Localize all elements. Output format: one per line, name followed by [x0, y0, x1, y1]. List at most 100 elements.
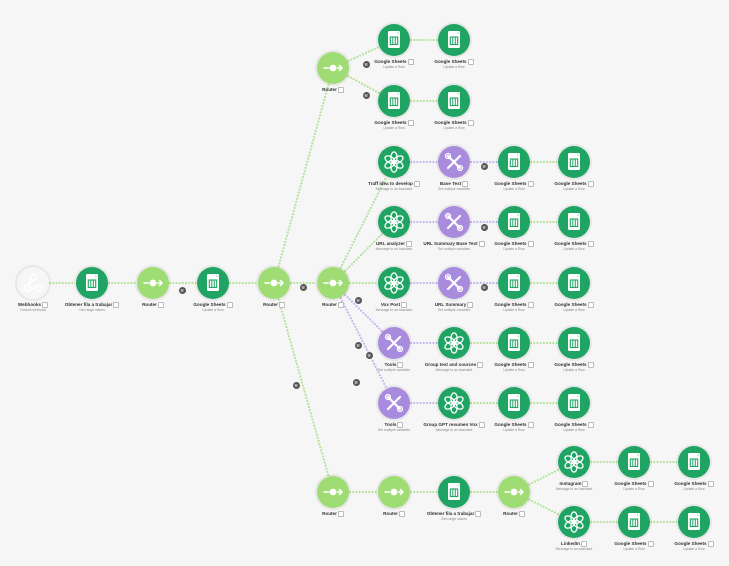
- connection-obtener2-to-router_bot3[interactable]: [469, 490, 498, 494]
- filter-wrench-icon[interactable]: ⚒: [354, 296, 362, 304]
- tool_r4-module[interactable]: [376, 325, 412, 361]
- connection-router2-to-router_mid[interactable]: [289, 281, 315, 285]
- module-info-icon[interactable]: [527, 241, 534, 247]
- s_t2b-module[interactable]: [436, 83, 472, 119]
- gpt_r1-module[interactable]: [376, 144, 412, 180]
- module-info-icon[interactable]: [527, 302, 534, 308]
- module-info-icon[interactable]: [226, 302, 233, 308]
- module-info-icon[interactable]: [398, 511, 405, 517]
- s_r2a-module[interactable]: [496, 204, 532, 240]
- filter-wrench-icon[interactable]: ⚒: [299, 283, 307, 291]
- connection-router_mid-to-gpt_r2[interactable]: [343, 233, 383, 273]
- gpt_r3-module[interactable]: [376, 265, 412, 301]
- module-info-icon[interactable]: [707, 541, 714, 547]
- module-info-icon[interactable]: [527, 422, 534, 428]
- router1-module[interactable]: [135, 265, 171, 301]
- s_t1a-module[interactable]: [376, 22, 412, 58]
- tool_r1-module[interactable]: [436, 144, 472, 180]
- obtener1-module[interactable]: [74, 265, 110, 301]
- s_r3b-module[interactable]: [556, 265, 592, 301]
- module-info-icon[interactable]: [407, 59, 414, 65]
- s_r4b-module[interactable]: [556, 325, 592, 361]
- module-info-icon[interactable]: [478, 422, 485, 428]
- router_bot-module[interactable]: [315, 474, 351, 510]
- module-info-icon[interactable]: [42, 302, 49, 308]
- module-info-icon[interactable]: [401, 302, 408, 308]
- router_bot2-module[interactable]: [376, 474, 412, 510]
- module-info-icon[interactable]: [462, 181, 469, 187]
- module-info-icon[interactable]: [407, 120, 414, 126]
- filter-wrench-icon[interactable]: ⚒: [354, 341, 362, 349]
- tool_r3-module[interactable]: [436, 265, 472, 301]
- filter-wrench-icon[interactable]: ⚒: [352, 378, 360, 386]
- module-info-icon[interactable]: [527, 181, 534, 187]
- s_li_a-module[interactable]: [616, 504, 652, 540]
- module-info-icon[interactable]: [337, 87, 344, 93]
- s_r2b-module[interactable]: [556, 204, 592, 240]
- gpt_r2-module[interactable]: [376, 204, 412, 240]
- module-info-icon[interactable]: [467, 302, 474, 308]
- tool_r5-module[interactable]: [376, 385, 412, 421]
- module-info-icon[interactable]: [337, 511, 344, 517]
- module-info-icon[interactable]: [527, 362, 534, 368]
- module-info-icon[interactable]: [406, 241, 413, 247]
- connection-router2-to-router_top[interactable]: [277, 83, 330, 268]
- sheets_a-module[interactable]: [195, 265, 231, 301]
- gpt_r4-module[interactable]: [436, 325, 472, 361]
- webhooks-module[interactable]: [15, 265, 51, 301]
- module-info-icon[interactable]: [113, 302, 120, 308]
- s_t2a-module[interactable]: [376, 83, 412, 119]
- module-info-icon[interactable]: [337, 302, 344, 308]
- gpt_ig-module[interactable]: [556, 444, 592, 480]
- connection-s_li_a-to-s_li_b[interactable]: [649, 520, 678, 524]
- filter-wrench-icon[interactable]: ⚒: [362, 91, 370, 99]
- module-info-icon[interactable]: [587, 241, 594, 247]
- module-info-icon[interactable]: [587, 422, 594, 428]
- module-info-icon[interactable]: [647, 541, 654, 547]
- connection-s_r4a-to-s_r4b[interactable]: [529, 341, 558, 345]
- filter-wrench-icon[interactable]: ⚒: [178, 286, 186, 294]
- obtener2-module[interactable]: [436, 474, 472, 510]
- filter-wrench-icon[interactable]: ⚒: [480, 283, 488, 291]
- module-info-icon[interactable]: [707, 481, 714, 487]
- gpt_r5-module[interactable]: [436, 385, 472, 421]
- module-info-icon[interactable]: [475, 511, 482, 517]
- module-info-icon[interactable]: [647, 481, 654, 487]
- filter-wrench-icon[interactable]: ⚒: [365, 351, 373, 359]
- module-info-icon[interactable]: [587, 181, 594, 187]
- module-info-icon[interactable]: [477, 362, 484, 368]
- module-info-icon[interactable]: [587, 362, 594, 368]
- module-info-icon[interactable]: [478, 241, 485, 247]
- tool_r2-module[interactable]: [436, 204, 472, 240]
- s_r3a-module[interactable]: [496, 265, 532, 301]
- s_r5b-module[interactable]: [556, 385, 592, 421]
- router_bot3-module[interactable]: [496, 474, 532, 510]
- module-info-icon[interactable]: [580, 541, 587, 547]
- connection-s_r1a-to-s_r1b[interactable]: [529, 160, 558, 164]
- module-info-icon[interactable]: [397, 362, 404, 368]
- filter-wrench-icon[interactable]: ⚒: [362, 60, 370, 68]
- router_mid-module[interactable]: [315, 265, 351, 301]
- s_r5a-module[interactable]: [496, 385, 532, 421]
- module-info-icon[interactable]: [157, 302, 164, 308]
- connection-webhooks-to-obtener1[interactable]: [48, 281, 74, 285]
- module-info-icon[interactable]: [413, 181, 420, 187]
- module-info-icon[interactable]: [467, 59, 474, 65]
- router2-module[interactable]: [256, 265, 292, 301]
- gpt_li-module[interactable]: [556, 504, 592, 540]
- module-info-icon[interactable]: [587, 302, 594, 308]
- filter-wrench-icon[interactable]: ⚒: [292, 381, 300, 389]
- connection-router_top-to-s_t2a[interactable]: [346, 74, 381, 94]
- filter-wrench-icon[interactable]: ⚒: [480, 162, 488, 170]
- s_li_b-module[interactable]: [676, 504, 712, 540]
- module-info-icon[interactable]: [278, 302, 285, 308]
- s_ig_b-module[interactable]: [676, 444, 712, 480]
- connection-router2-to-router_bot[interactable]: [277, 298, 330, 477]
- router_top-module[interactable]: [315, 50, 351, 86]
- module-info-icon[interactable]: [397, 422, 404, 428]
- module-info-icon[interactable]: [518, 511, 525, 517]
- s_r1b-module[interactable]: [556, 144, 592, 180]
- filter-wrench-icon[interactable]: ⚒: [480, 223, 488, 231]
- s_t1b-module[interactable]: [436, 22, 472, 58]
